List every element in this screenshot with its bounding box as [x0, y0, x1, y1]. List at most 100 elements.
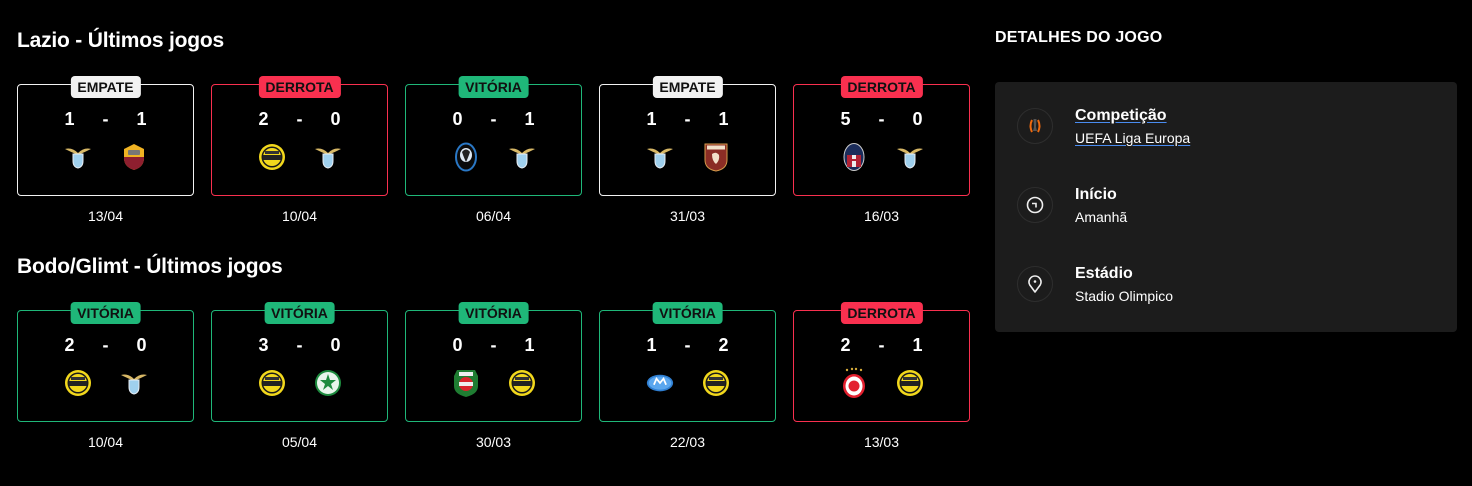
competition-row[interactable]: Competição UEFA Liga Europa	[1017, 106, 1190, 148]
molde-logo-icon	[646, 369, 674, 397]
home-score: 3	[258, 335, 269, 355]
away-score: 0	[330, 335, 341, 355]
match-date: 31/03	[669, 208, 706, 224]
bologna-logo-icon	[840, 143, 868, 171]
score: 5-0	[794, 109, 969, 130]
home-score: 1	[64, 109, 75, 129]
match-card[interactable]: VITÓRIA 3 - 0 05/04	[211, 302, 388, 450]
score: 3 - 0	[212, 335, 387, 356]
result-badge: VITÓRIA	[70, 302, 141, 324]
competition-link[interactable]: UEFA Liga Europa	[1075, 130, 1191, 146]
location-pin-icon	[1017, 266, 1053, 302]
match-date: 10/04	[281, 208, 318, 224]
result-badge: VITÓRIA	[652, 302, 723, 324]
lazio-logo-icon	[120, 369, 148, 397]
match-date: 13/03	[863, 434, 900, 450]
match-date: 22/03	[669, 434, 706, 450]
team-logos	[18, 143, 193, 171]
result-badge: VITÓRIA	[458, 302, 529, 324]
bodo-section-title: Bodo/Glimt - Últimos jogos	[17, 255, 283, 278]
match-date: 30/03	[475, 434, 512, 450]
stadium-label: Estádio	[1075, 265, 1133, 282]
score-separator: -	[102, 109, 109, 129]
match-card-box[interactable]: VITÓRIA 2 - 0	[17, 302, 194, 422]
away-score: 1	[524, 109, 535, 129]
bodo-glimt-logo-icon	[64, 369, 92, 397]
lazio-section-title: Lazio - Últimos jogos	[17, 29, 224, 52]
score-separator: -	[878, 335, 885, 355]
result-badge: DERROTA	[840, 76, 923, 98]
home-score: 2	[840, 335, 851, 355]
result-badge: EMPATE	[70, 76, 141, 98]
match-card-box[interactable]: DERROTA 5-0	[793, 76, 970, 196]
score: 2-1	[794, 335, 969, 356]
clock-icon	[1017, 187, 1053, 223]
match-date: 16/03	[863, 208, 900, 224]
score: 2-0	[212, 109, 387, 130]
stadium-row: Estádio Stadio Olimpico	[1017, 264, 1173, 306]
home-score: 2	[258, 109, 269, 129]
score: 1-1	[600, 109, 775, 130]
start-row: Início Amanhã	[1017, 185, 1127, 227]
score: 1-2	[600, 335, 775, 356]
bodo-glimt-logo-icon	[508, 369, 536, 397]
score-separator: -	[102, 335, 109, 355]
result-badge: EMPATE	[652, 76, 723, 98]
score-separator: -	[296, 335, 303, 355]
home-score: 1	[646, 335, 657, 355]
away-score: 1	[718, 109, 729, 129]
away-score: 0	[136, 335, 147, 355]
match-details-title: DETALHES DO JOGO	[995, 29, 1163, 46]
score: 0-1	[406, 335, 581, 356]
score: 1-1	[18, 109, 193, 130]
team-logos	[406, 369, 581, 397]
match-card-box[interactable]: VITÓRIA 3 - 0	[211, 302, 388, 422]
result-badge: VITÓRIA	[458, 76, 529, 98]
score-separator: -	[684, 109, 691, 129]
match-date: 05/04	[281, 434, 318, 450]
competition-label[interactable]: Competição	[1075, 107, 1167, 124]
match-card-box[interactable]: DERROTA 2-0	[211, 76, 388, 196]
match-date: 06/04	[475, 208, 512, 224]
europa-league-icon	[1017, 108, 1053, 144]
lazio-logo-icon	[896, 143, 924, 171]
away-score: 0	[912, 109, 923, 129]
result-badge: VITÓRIA	[264, 302, 335, 324]
match-card[interactable]: DERROTA 2-0 10/04	[211, 76, 388, 224]
team-logos	[18, 369, 193, 397]
bodo-glimt-logo-icon	[896, 369, 924, 397]
lazio-logo-icon	[508, 143, 536, 171]
score: 2 - 0	[18, 335, 193, 356]
score-separator: -	[490, 335, 497, 355]
bryne-logo-icon	[452, 369, 480, 397]
result-badge: DERROTA	[258, 76, 341, 98]
result-badge: DERROTA	[840, 302, 923, 324]
match-card[interactable]: DERROTA 5-0 16/03	[793, 76, 970, 224]
team-logos	[212, 369, 387, 397]
team-logos	[212, 143, 387, 171]
team-logos	[600, 143, 775, 172]
score-separator: -	[684, 335, 691, 355]
hammarby-green-logo-icon	[314, 369, 342, 397]
team-logos	[600, 369, 775, 397]
team-logos	[794, 143, 969, 171]
home-score: 0	[452, 335, 463, 355]
match-details-panel: Competição UEFA Liga Europa Início Amanh…	[995, 82, 1457, 332]
home-score: 2	[64, 335, 75, 355]
torino-logo-icon	[702, 143, 730, 172]
